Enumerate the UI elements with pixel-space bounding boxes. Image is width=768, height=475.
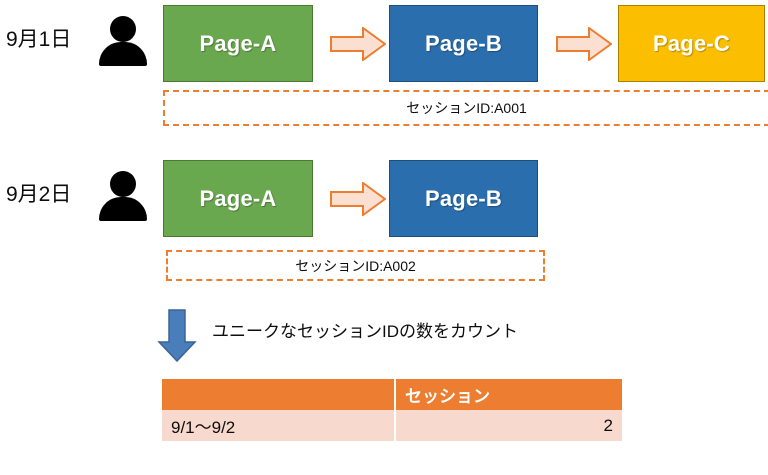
result-table-head: セッション	[162, 379, 622, 410]
person-icon	[97, 12, 149, 66]
result-table-body: 9/1〜9/2 2	[162, 410, 622, 441]
arrow-right-icon	[556, 27, 612, 61]
person-icon	[97, 167, 149, 221]
table-header-row: セッション	[162, 379, 622, 410]
person-head-icon	[110, 171, 136, 197]
arrow-right-icon	[330, 182, 386, 216]
page-box-b-row2[interactable]: Page-B	[389, 160, 538, 237]
date-label-row2: 9月2日	[6, 183, 72, 206]
result-table: セッション 9/1〜9/2 2	[162, 379, 622, 441]
session-id-label-row2: セッションID:A002	[295, 257, 416, 274]
page-box-b-row1[interactable]: Page-B	[389, 5, 538, 82]
table-row: 9/1〜9/2 2	[162, 410, 622, 441]
count-note-label: ユニークなセッションIDの数をカウント	[212, 322, 518, 341]
date-label-row1: 9月1日	[6, 28, 72, 51]
page-box-a-row2[interactable]: Page-A	[163, 160, 313, 237]
page-box-a-row1[interactable]: Page-A	[163, 5, 313, 82]
session-id-box-row2: セッションID:A002	[166, 250, 545, 281]
person-body-icon	[99, 197, 147, 221]
arrow-right-icon	[330, 27, 386, 61]
person-head-icon	[110, 16, 136, 42]
table-header-period	[162, 379, 396, 410]
session-id-box-row1: セッションID:A001	[163, 90, 768, 126]
table-cell-sessions: 2	[395, 410, 622, 441]
table-cell-period: 9/1〜9/2	[162, 410, 396, 441]
person-body-icon	[99, 42, 147, 66]
page-box-c-row1[interactable]: Page-C	[618, 5, 765, 82]
table-header-sessions: セッション	[395, 379, 622, 410]
session-id-label-row1: セッションID:A001	[406, 100, 527, 116]
arrow-down-icon	[157, 309, 197, 362]
